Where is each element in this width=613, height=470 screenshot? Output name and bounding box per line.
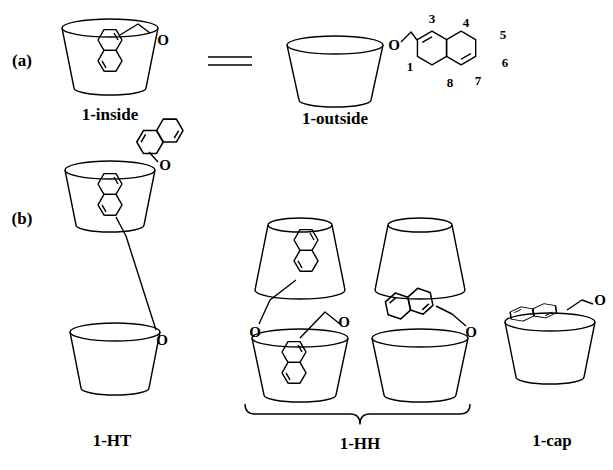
cyclodextrin-cup	[70, 323, 160, 395]
naphthalene	[417, 31, 475, 65]
naphthalene	[98, 30, 122, 72]
linker	[259, 280, 296, 324]
linker	[401, 32, 417, 42]
cyclodextrin-cup	[62, 19, 158, 95]
brace	[245, 404, 470, 424]
position-number: 5	[500, 28, 507, 41]
naphthalene	[294, 230, 318, 272]
atom-label: O	[249, 325, 261, 340]
linker	[300, 312, 340, 338]
cyclodextrin-cup	[375, 218, 465, 299]
naphthalene	[133, 113, 186, 159]
position-number: 3	[429, 12, 436, 25]
linker	[436, 306, 466, 326]
panel-label: (a)	[12, 52, 32, 69]
position-number: 4	[463, 16, 470, 29]
compound-label: 1-outside	[302, 110, 368, 127]
compound-label: 1-HT	[93, 432, 132, 449]
naphthalene	[282, 342, 306, 384]
atom-label: O	[159, 158, 171, 173]
atom-label: O	[388, 38, 400, 53]
position-number: 1	[407, 60, 414, 73]
position-number: 8	[447, 76, 454, 89]
equal-sign	[208, 57, 252, 65]
linker	[116, 217, 156, 330]
atom-label: O	[465, 325, 477, 340]
cyclodextrin-cup	[252, 329, 348, 402]
position-number: 6	[502, 56, 509, 69]
position-number: 7	[475, 74, 482, 87]
naphthalene	[98, 174, 122, 216]
cyclodextrin-cup	[65, 161, 155, 232]
atom-label: O	[156, 333, 168, 348]
compound-label: 1-cap	[532, 432, 572, 449]
compound-label: 1-HH	[340, 435, 381, 452]
atom-label: O	[338, 315, 350, 330]
cyclodextrin-cup	[372, 329, 468, 402]
cyclodextrin-cup	[287, 36, 383, 107]
linker	[567, 300, 593, 310]
compound-label: 1-inside	[82, 106, 139, 123]
linker	[149, 152, 158, 162]
cyclodextrin-cup	[255, 218, 345, 299]
atom-label: O	[594, 293, 606, 308]
linker	[120, 24, 150, 35]
naphthalene	[384, 286, 434, 321]
panel-label: (b)	[12, 210, 33, 227]
cyclodextrin-cup	[505, 313, 595, 384]
naphthalene	[510, 302, 557, 323]
atom-label: O	[157, 33, 169, 48]
